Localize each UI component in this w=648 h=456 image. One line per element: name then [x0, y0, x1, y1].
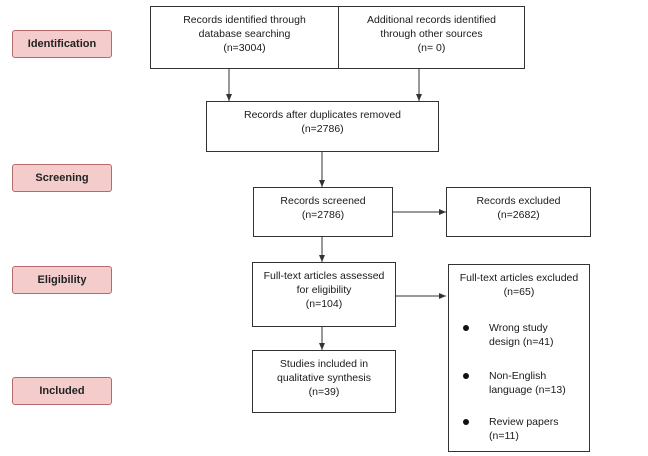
bullet-icon — [463, 419, 469, 425]
db-search-count: (n=3004) — [223, 42, 266, 54]
reason-line1: Review papers — [489, 416, 559, 428]
reason-line2: design (n=41) — [489, 336, 554, 348]
exclusion-reason: Review papers (n=11) — [463, 415, 585, 443]
stage-included: Included — [12, 377, 112, 405]
box-studies-included: Studies included in qualitative synthesi… — [252, 350, 396, 413]
stage-identification: Identification — [12, 30, 112, 58]
other-sources-count: (n= 0) — [417, 42, 446, 54]
reason-line2: language (n=13) — [489, 384, 566, 396]
reason-line1: Non-English — [489, 370, 547, 382]
exclusion-reason: Wrong study design (n=41) — [463, 321, 585, 349]
fulltext-assessed-line2: for eligibility — [296, 284, 352, 296]
other-sources-line1: Additional records identified — [367, 14, 496, 26]
db-search-line2: database searching — [198, 28, 291, 40]
bullet-icon — [463, 325, 469, 331]
reason-line1: Wrong study — [489, 322, 548, 334]
screened-line1: Records screened — [280, 195, 366, 207]
included-count: (n=39) — [308, 386, 340, 398]
stage-screening: Screening — [12, 164, 112, 192]
included-line1: Studies included in — [279, 358, 369, 370]
reason-line2: (n=11) — [489, 430, 519, 442]
fulltext-excluded-count: (n=65) — [503, 286, 535, 298]
fulltext-excluded-title: Full-text articles excluded — [459, 272, 579, 284]
box-duplicates-removed: Records after duplicates removed (n=2786… — [206, 101, 439, 152]
excluded-line1: Records excluded — [476, 195, 561, 207]
other-sources-line2: through other sources — [380, 28, 483, 40]
box-fulltext-assessed: Full-text articles assessed for eligibil… — [252, 262, 396, 327]
included-line2: qualitative synthesis — [277, 372, 371, 384]
box-records-screened: Records screened (n=2786) — [253, 187, 393, 237]
stage-eligibility: Eligibility — [12, 266, 112, 294]
box-other-sources: Additional records identified through ot… — [338, 6, 525, 69]
box-fulltext-excluded: Full-text articles excluded (n=65) Wrong… — [448, 264, 590, 452]
duplicates-removed-count: (n=2786) — [301, 123, 344, 135]
exclusion-reason: Non-English language (n=13) — [463, 369, 585, 397]
box-records-excluded: Records excluded (n=2682) — [446, 187, 591, 237]
bullet-icon — [463, 373, 469, 379]
excluded-count: (n=2682) — [497, 209, 540, 221]
duplicates-removed-line1: Records after duplicates removed — [244, 109, 401, 121]
fulltext-assessed-line1: Full-text articles assessed — [263, 270, 385, 282]
screened-count: (n=2786) — [301, 209, 345, 221]
db-search-line1: Records identified through — [183, 14, 306, 26]
fulltext-assessed-count: (n=104) — [305, 298, 343, 310]
box-database-search: Records identified through database sear… — [150, 6, 339, 69]
